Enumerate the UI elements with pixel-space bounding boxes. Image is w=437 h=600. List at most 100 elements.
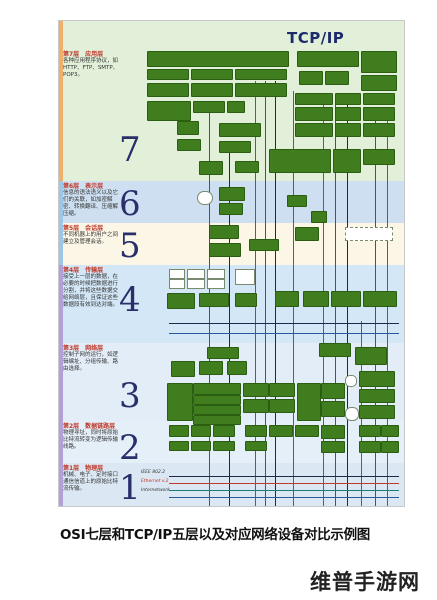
- protocol-box-outline: [187, 279, 205, 289]
- protocol-box: [147, 101, 191, 121]
- protocol-box: [355, 347, 387, 365]
- protocol-box: [359, 441, 381, 453]
- diagram-title: TCP/IP: [287, 29, 345, 47]
- protocol-box: [295, 227, 319, 241]
- connector-line: [169, 490, 399, 491]
- layer-7-desc: 各种应用程序协议，如HTTP、FTP、SMTP、POP3。: [63, 58, 119, 78]
- protocol-box: [219, 141, 251, 153]
- layer-2-desc: 物理寻址，同时将原始比特流转变为逻辑传输线路。: [63, 430, 119, 450]
- protocol-box: [325, 71, 349, 85]
- layer-3-desc: 控制子网的运行，如逻辑编址、分组传输、路由选择。: [63, 352, 119, 372]
- layer-6-name: 第6层 表示层: [63, 183, 104, 190]
- protocol-box: [359, 389, 395, 403]
- protocol-box: [209, 243, 241, 257]
- protocol-box: [191, 425, 211, 437]
- protocol-box: [363, 123, 395, 137]
- protocol-box: [363, 107, 395, 121]
- layer-1-label: 第1层 物理层 机械、电子、定时接口通信信道上的原始比特流传输。: [63, 465, 119, 493]
- figure-caption: OSI七层和TCP/IP五层以及对应网络设备对比示例图: [60, 527, 370, 543]
- layer-2-label: 第2层 数据链路层 物理寻址，同时将原始比特流转变为逻辑传输线路。: [63, 423, 119, 451]
- protocol-box: [295, 123, 333, 137]
- protocol-box: [193, 405, 241, 415]
- protocol-box: [219, 123, 261, 137]
- layer-5-desc: 不同机器上的用户之间建立及管理会话。: [63, 232, 119, 245]
- protocol-box: [169, 441, 189, 451]
- protocol-box: [219, 203, 243, 215]
- protocol-box: [381, 441, 399, 453]
- connector-line: [375, 111, 376, 506]
- connector-line: [169, 333, 399, 334]
- protocol-box: [245, 425, 267, 437]
- protocol-box: [321, 425, 345, 439]
- protocol-box: [243, 383, 269, 397]
- protocol-box: [235, 83, 287, 97]
- protocol-box: [191, 69, 233, 80]
- protocol-box: [147, 51, 289, 67]
- protocol-box: [167, 383, 193, 421]
- layer-4-name: 第4层 传输层: [63, 267, 104, 274]
- protocol-box: [331, 291, 361, 307]
- protocol-box: [299, 71, 323, 85]
- layer-1-desc: 机械、电子、定时接口通信信道上的原始比特流传输。: [63, 472, 119, 492]
- protocol-box: [147, 83, 189, 97]
- protocol-box: [335, 107, 361, 121]
- left-edge-bar: [59, 21, 63, 181]
- protocol-box: [363, 291, 397, 307]
- protocol-box: [361, 75, 397, 91]
- protocol-box: [303, 291, 329, 307]
- layer-5-number: 5: [119, 226, 141, 266]
- protocol-box-outline: [345, 227, 393, 241]
- protocol-box: [177, 139, 201, 151]
- layer-2-number: 2: [119, 428, 141, 468]
- layer-7-number: 7: [119, 130, 141, 170]
- protocol-box: [147, 69, 189, 80]
- protocol-box: [321, 441, 345, 453]
- protocol-box: [193, 415, 241, 425]
- protocol-box-outline: [197, 191, 213, 205]
- protocol-box: [167, 293, 195, 309]
- protocol-box: [295, 107, 333, 121]
- protocol-box: [199, 161, 223, 175]
- protocol-box: [193, 395, 241, 405]
- protocol-box: [235, 69, 287, 80]
- protocol-box: [193, 101, 225, 113]
- protocol-box-outline: [187, 269, 205, 279]
- protocol-box-outline: [169, 269, 185, 279]
- protocol-box: [227, 361, 247, 375]
- ieee-label: IEEE 802.2: [141, 470, 166, 475]
- layer-7-name: 第7层 应用层: [63, 51, 104, 58]
- layer-4-desc: 接受上一层的数据，在必要的时候把数据进行分割，并将这些数据交给网络层，且保证这些…: [63, 274, 119, 308]
- layer-7-label: 第7层 应用层 各种应用程序协议，如HTTP、FTP、SMTP、POP3。: [63, 51, 119, 79]
- protocol-box: [381, 425, 399, 437]
- connector-line: [265, 81, 266, 506]
- layer-3-label: 第3层 网络层 控制子网的运行，如逻辑编址、分组传输、路由选择。: [63, 345, 119, 373]
- protocol-box: [177, 121, 199, 135]
- layer-6-number: 6: [119, 184, 141, 224]
- layer-2-name: 第2层 数据链路层: [63, 423, 116, 430]
- protocol-box: [321, 401, 345, 417]
- connector-line: [209, 111, 210, 506]
- protocol-box-outline: [169, 279, 185, 289]
- protocol-box: [191, 441, 211, 451]
- layer-4-number: 4: [119, 280, 141, 320]
- protocol-box: [269, 425, 293, 437]
- layer-1-band: [59, 463, 404, 506]
- connector-line: [387, 111, 388, 506]
- protocol-box: [269, 399, 295, 413]
- protocol-box: [287, 195, 307, 207]
- protocol-box: [311, 211, 327, 223]
- protocol-box: [269, 383, 295, 397]
- protocol-box: [171, 361, 195, 377]
- layer-6-desc: 信息的语法语义以及它们的关联，如加密解密、转换翻译、压缩解压缩。: [63, 190, 119, 217]
- protocol-box: [295, 93, 333, 105]
- protocol-box: [219, 187, 245, 201]
- protocol-box: [249, 239, 279, 251]
- protocol-box-outline: [345, 375, 357, 387]
- protocol-box: [199, 293, 229, 307]
- protocol-box: [169, 425, 189, 437]
- layer-5-label: 第5层 会话层 不同机器上的用户之间建立及管理会话。: [63, 225, 119, 246]
- protocol-box: [319, 343, 351, 357]
- site-watermark: 维普手游网: [310, 570, 420, 594]
- layer-1-number: 1: [119, 468, 141, 507]
- protocol-box: [363, 93, 395, 105]
